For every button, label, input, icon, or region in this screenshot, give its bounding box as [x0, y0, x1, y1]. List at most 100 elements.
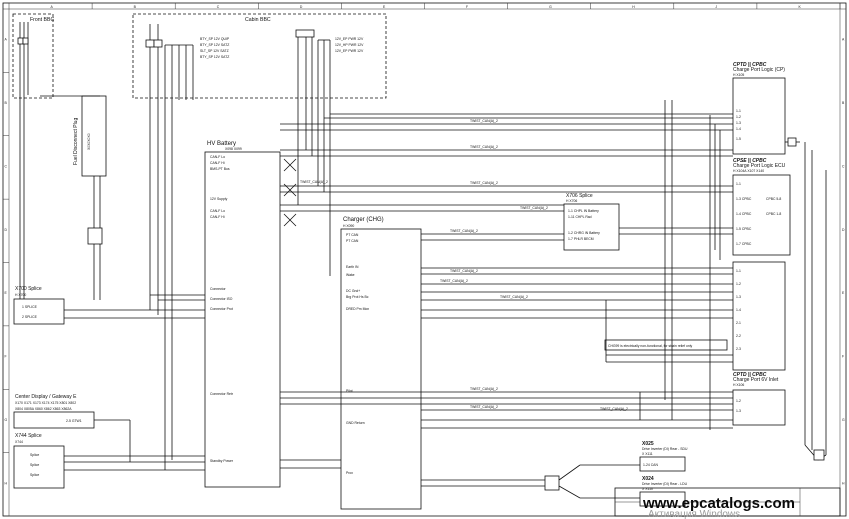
svg-text:BTY_SP 12V SATZ: BTY_SP 12V SATZ [200, 55, 229, 59]
hv-pin-label: Connector Retr [210, 392, 234, 396]
hv-battery-title: HV Battery [207, 141, 236, 147]
cp-pin-label: 2-3 [736, 347, 741, 351]
svg-text:1-2: 1-2 [736, 399, 741, 403]
grid-col-label: K [798, 5, 801, 9]
svg-text:1 SPLICE: 1 SPLICE [22, 305, 38, 309]
hv-pin-label: Connector ISO [210, 297, 233, 301]
grid-col-label: D [300, 5, 303, 9]
center-display-line1: X170 X171 X173 X174 X175 X801 X802 [15, 401, 76, 405]
svg-text:1-2: 1-2 [736, 115, 741, 119]
grid-col-label: G [549, 5, 552, 9]
svg-text:Splice: Splice [30, 463, 39, 467]
cp-pin-label: 2-1 [736, 321, 741, 325]
hv-battery-code: X098 X099 [225, 147, 242, 151]
wire-tag: TWIST_CAN(A)_2 [470, 387, 498, 391]
charger-pin-label: Brg Prot Hs Bc [346, 295, 369, 299]
chg-note-text: CHG99 is electrically non-functional, fo… [608, 344, 693, 348]
cp-pin-label: 1-2 [736, 282, 741, 286]
cp-logic-tag: CPTD || CPBC [733, 62, 767, 68]
chg-note: CHG99 is electrically non-functional, fo… [604, 339, 728, 351]
grid-row-label: H [842, 481, 845, 485]
x706-title: X706 Splice [566, 193, 593, 199]
cp-pin-label: 2-2 [736, 334, 741, 338]
x744-title: X744 Splice [15, 433, 42, 439]
cabin-bbc-label: Cabin BBC [245, 17, 271, 23]
wire-tag: TWIST_CAN(A)_2 [470, 181, 498, 185]
wire-tag: TWIST_CAN(A)_2 [470, 405, 498, 409]
drive-inverter-rear-ldu: X024 Drive Inverter (DI) Rear - LDU X X1… [639, 476, 688, 507]
grid-col-label: H [632, 5, 635, 9]
hv-pin-label: CAN-F Hi [210, 215, 225, 219]
cp-ecu-title: Charge Port Logic ECU [733, 163, 786, 169]
front-bbc-label: Front BBC [30, 17, 54, 23]
svg-text:BTY_SP 12V QUIP: BTY_SP 12V QUIP [200, 37, 230, 41]
right-trunk [664, 100, 827, 461]
charge-port-pins-block: 1-1 1-2 1-3 1-4 2-1 2-2 2-3 [732, 261, 786, 371]
charger-pin-label: DRED Pm Mon [346, 307, 369, 311]
svg-text:2-5 GTW1: 2-5 GTW1 [66, 419, 82, 423]
rdu-code: X X111 [642, 452, 653, 456]
center-display-gateway: Center Display / Gateway E X170 X171 X17… [13, 394, 131, 462]
center-display-title: Center Display / Gateway E [15, 394, 77, 400]
center-display-line2: X804 X805A X860 X862 X863 X862A [15, 407, 72, 411]
cp-ecu-code: H X104A X107 X140 [733, 169, 764, 173]
svg-text:12V_EP PWR 12V: 12V_EP PWR 12V [335, 49, 364, 53]
grid-col-label: J [715, 5, 717, 9]
cp-pin-label: 1-3 [736, 295, 741, 299]
svg-text:1-4: 1-4 [736, 127, 741, 131]
charger-pin-label: Pilot [346, 389, 353, 393]
svg-text:1-5: 1-5 [736, 137, 741, 141]
watermark: www.epcatalogs.com [642, 495, 795, 512]
grid-row-label: G [5, 418, 8, 422]
twisted-pair-mark [283, 158, 297, 172]
x700-splice: X700 Splice H X700 1 SPLICE 2 SPLICE [13, 286, 65, 325]
windows-activation-watermark: Активация Windows [648, 509, 740, 519]
grid-row-label: C [5, 164, 8, 168]
cp-pin-label: 1-1 [736, 269, 741, 273]
svg-text:Splice: Splice [30, 453, 39, 457]
cp-pin-label: 1-4 [736, 308, 741, 312]
grid-row-label: C [842, 164, 845, 168]
inverter-feed [421, 464, 640, 499]
grid-row-label: A [842, 38, 845, 42]
cp-inlet-title: Charge Port 6V Inlet [733, 377, 779, 383]
wire-tag: TWIST_CAN(A)_2 [520, 206, 548, 210]
grid-row-label: B [842, 101, 845, 105]
svg-text:CPBC 1-8: CPBC 1-8 [766, 212, 781, 216]
grid-row-label: E [5, 291, 8, 295]
svg-text:1-3: 1-3 [736, 121, 741, 125]
svg-text:Splice: Splice [30, 473, 39, 477]
charger-pin-label: DC Gnd+ [346, 289, 360, 293]
x744-code: X744 [15, 440, 23, 444]
twisted-pair-mark [283, 213, 297, 227]
x700-title: X700 Splice [15, 286, 42, 292]
cp-inlet-tag: CPTD || CPBC [733, 372, 767, 378]
charger-title: Charger (CHG) [343, 217, 384, 223]
cp-logic-title: Charge Port Logic (CP) [733, 67, 785, 73]
grid-col-label: A [51, 5, 54, 9]
charger-pin-label: Wake [346, 273, 355, 277]
grid-col-label: B [134, 5, 137, 9]
charger-pin-label: PT CAN [346, 233, 359, 237]
hv-pin-label: CAN-F Lo [210, 155, 225, 159]
svg-text:1-7 PHLR BECM: 1-7 PHLR BECM [568, 237, 594, 241]
grid-row-label: E [842, 291, 845, 295]
cabin-bbc-zone: Cabin BBC BTY_SP 12V QUIP BTY_SP 12V SAT… [132, 13, 387, 100]
wire-tag: TWIST_CAN(A)_2 [500, 295, 528, 299]
svg-text:CPBC 5-8: CPBC 5-8 [766, 197, 781, 201]
charger-code: H X090 [343, 224, 354, 228]
grid-row-label: B [5, 101, 8, 105]
charge-port-logic-cp: CPTD || CPBC Charge Port Logic (CP) H X1… [732, 62, 800, 155]
wire-tag: TWIST_CAN(A)_2 [440, 279, 468, 283]
fuel-disconnect-plug: Fuel Disconnect Plug X0X0X0X0 [73, 95, 107, 300]
charge-port-logic-ecu: CPSE || CPBC Charge Port Logic ECU H X10… [732, 158, 791, 256]
hv-pin-label: Connector [210, 287, 227, 291]
hv-pin-label: 12V Supply [210, 197, 228, 201]
cp-logic-code: H X105 [733, 73, 744, 77]
signal-buses: TWIST_CAN(A)_2TWIST_CAN(A)_2TWIST_CAN(A)… [40, 95, 733, 469]
svg-text:BTY_SP 12V SATZ: BTY_SP 12V SATZ [200, 43, 229, 47]
